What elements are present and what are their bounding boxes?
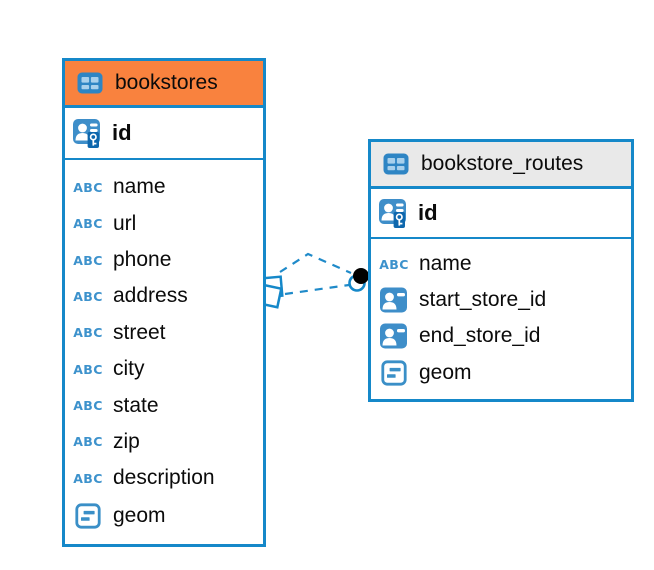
primary-key-icon xyxy=(72,117,104,149)
column-name: address xyxy=(113,284,188,308)
column-name: id xyxy=(418,200,438,225)
table-icon xyxy=(74,71,106,95)
column-row-city[interactable]: ABC city xyxy=(72,357,256,381)
table-title: bookstore_routes xyxy=(421,152,584,175)
column-name: state xyxy=(113,393,159,417)
table-title: bookstores xyxy=(115,71,218,94)
column-name: street xyxy=(113,320,166,344)
text-type-icon: ABC xyxy=(73,179,103,195)
relationship-line-lower xyxy=(284,283,350,296)
column-row-phone[interactable]: ABC phone xyxy=(72,248,256,272)
column-row-address[interactable]: ABC address xyxy=(72,284,256,308)
column-row-name[interactable]: ABC name xyxy=(378,252,624,276)
column-name: geom xyxy=(419,360,472,384)
column-row-start-store-id[interactable]: start_store_id xyxy=(378,287,624,313)
geometry-type-icon xyxy=(378,360,410,386)
column-name: url xyxy=(113,211,137,235)
column-row-geom[interactable]: geom xyxy=(378,360,624,386)
column-name: description xyxy=(113,466,215,490)
text-type-icon: ABC xyxy=(73,216,103,232)
column-row-url[interactable]: ABC url xyxy=(72,212,256,236)
column-name: zip xyxy=(113,429,140,453)
text-type-icon: ABC xyxy=(73,288,103,304)
column-name: city xyxy=(113,357,145,381)
table-header-bookstores[interactable]: bookstores xyxy=(65,61,263,108)
column-row-state[interactable]: ABC state xyxy=(72,394,256,418)
relationship-target-marker[interactable] xyxy=(348,268,370,292)
text-type-icon: ABC xyxy=(73,252,103,268)
column-row-name[interactable]: ABC name xyxy=(72,175,256,199)
column-row-end-store-id[interactable]: end_store_id xyxy=(378,323,624,349)
entity-table-bookstore-routes[interactable]: bookstore_routes id ABC name start_store… xyxy=(368,139,634,402)
table-header-bookstore-routes[interactable]: bookstore_routes xyxy=(371,142,631,189)
relationship-line-upper xyxy=(279,252,352,275)
text-type-icon: ABC xyxy=(73,470,103,486)
text-type-icon: ABC xyxy=(73,325,103,341)
column-name: start_store_id xyxy=(419,287,547,311)
text-type-icon: ABC xyxy=(73,398,103,414)
column-row-id[interactable]: id xyxy=(371,189,631,239)
text-type-icon: ABC xyxy=(379,256,409,272)
reference-type-icon xyxy=(378,323,410,349)
column-name: id xyxy=(112,120,132,145)
primary-key-icon xyxy=(378,197,410,229)
column-name: phone xyxy=(113,248,172,272)
column-row-description[interactable]: ABC description xyxy=(72,466,256,490)
entity-table-bookstores[interactable]: bookstores id ABC name ABC url ABC phone… xyxy=(62,58,266,547)
column-name: name xyxy=(419,252,472,276)
text-type-icon: ABC xyxy=(73,434,103,450)
column-name: name xyxy=(113,175,166,199)
column-row-id[interactable]: id xyxy=(65,108,263,160)
column-name: end_store_id xyxy=(419,324,541,348)
geometry-type-icon xyxy=(72,503,104,529)
reference-type-icon xyxy=(378,287,410,313)
column-row-zip[interactable]: ABC zip xyxy=(72,430,256,454)
column-row-street[interactable]: ABC street xyxy=(72,321,256,345)
column-list: ABC name start_store_id end_store_id ge xyxy=(371,239,631,399)
text-type-icon: ABC xyxy=(73,361,103,377)
column-name: geom xyxy=(113,503,166,527)
relationship-lines[interactable] xyxy=(279,252,352,296)
table-icon xyxy=(380,152,412,176)
column-row-geom[interactable]: geom xyxy=(72,503,256,529)
column-list: ABC name ABC url ABC phone ABC address A… xyxy=(65,160,263,544)
